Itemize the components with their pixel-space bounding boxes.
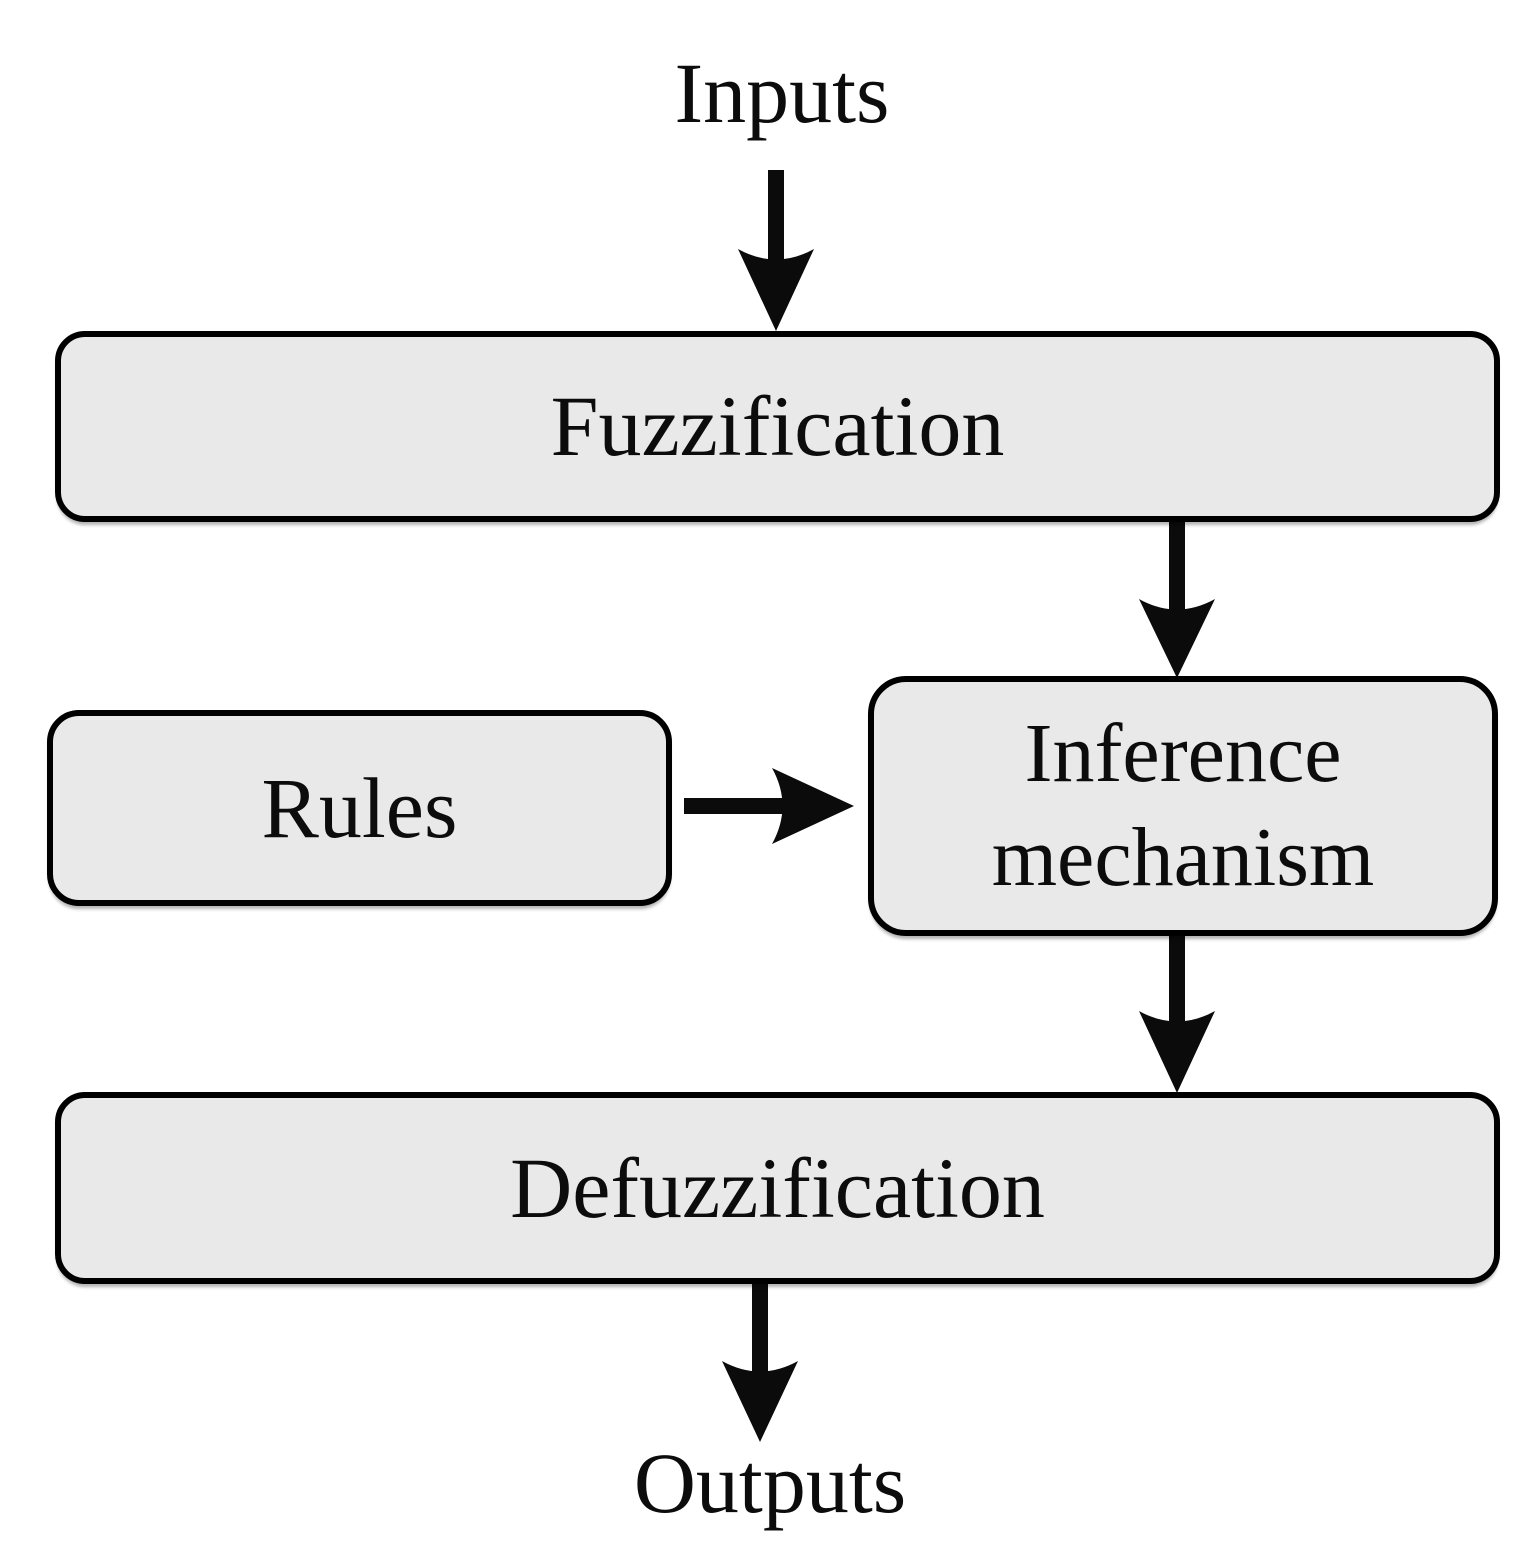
node-defuzzification: Defuzzification (55, 1092, 1500, 1284)
node-inference-mechanism: Inference mechanism (868, 676, 1498, 936)
arrow-rules-to-inference (684, 768, 854, 844)
arrow-fuzzification-to-inference (1139, 520, 1215, 678)
inference-mechanism-label: Inference mechanism (991, 706, 1375, 904)
fuzzification-label: Fuzzification (550, 378, 1005, 475)
arrow-inputs-to-fuzzification (738, 170, 814, 331)
defuzzification-label: Defuzzification (510, 1139, 1045, 1236)
rules-label: Rules (261, 759, 458, 856)
outputs-label: Outputs (633, 1435, 907, 1531)
inputs-label: Inputs (674, 45, 890, 141)
node-rules: Rules (47, 710, 672, 906)
arrow-defuzzification-to-outputs (722, 1283, 798, 1442)
arrow-inference-to-defuzzification (1139, 934, 1215, 1093)
node-fuzzification: Fuzzification (55, 331, 1500, 522)
